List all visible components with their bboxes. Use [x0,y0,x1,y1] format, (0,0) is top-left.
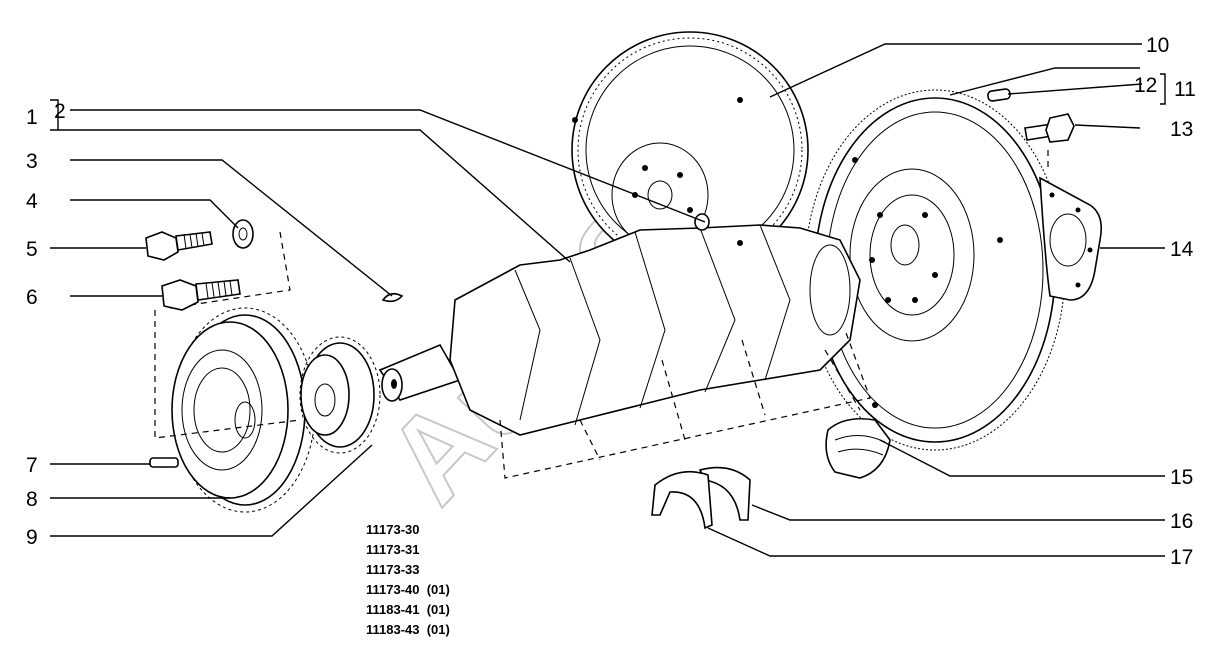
bolt-group-dashed-frame [154,231,301,439]
model-code: 11183-41 (01) [366,602,450,617]
callout-1: 1 [26,106,38,129]
pin-7 [149,457,179,468]
model-code: 11183-43 (01) [366,622,450,637]
callout-3: 3 [26,150,38,173]
bearing-15 [825,417,891,479]
key-3 [381,292,404,303]
bolt-5 [145,231,213,261]
callout-16: 16 [1170,510,1193,533]
dowel-12 [987,88,1011,102]
callout-15: 15 [1170,466,1193,489]
callout-8: 8 [26,488,38,511]
callout-13: 13 [1170,118,1193,141]
model-code: 11173-31 [366,542,420,557]
model-code: 11173-33 [366,562,420,577]
callout-2: 2 [54,100,66,123]
bolt-6 [161,279,241,311]
plate-14 [1039,176,1103,301]
callout-12: 12 [1134,74,1157,97]
leader-lines [50,43,1166,557]
bolt-13 [1024,113,1075,172]
model-code: 11173-40 (01) [366,582,450,597]
callout-9: 9 [26,526,38,549]
callout-7: 7 [26,454,38,477]
flywheel-10 [571,31,809,269]
crankshaft [378,213,861,436]
callout-5: 5 [26,238,38,261]
callout-4: 4 [26,190,38,213]
callout-17: 17 [1170,546,1193,569]
assembly-dashed-lines [499,329,871,479]
callout-numbers: 1 2 3 4 5 6 7 8 9 10 11 12 13 14 15 16 1… [26,34,1196,569]
model-code-list: 11173-30 11173-31 11173-33 11173-40 (01)… [366,520,450,640]
thrust-washer-17 [651,470,713,530]
callout-11: 11 [1174,78,1196,101]
callout-10: 10 [1146,34,1169,57]
callout-14: 14 [1170,238,1194,261]
washer-4 [232,219,254,249]
model-code: 11173-30 [366,522,420,537]
pulley-8 [171,307,316,513]
sprocket-9 [299,336,381,454]
callout-6: 6 [26,286,38,309]
thrust-washer-16 [698,466,751,521]
